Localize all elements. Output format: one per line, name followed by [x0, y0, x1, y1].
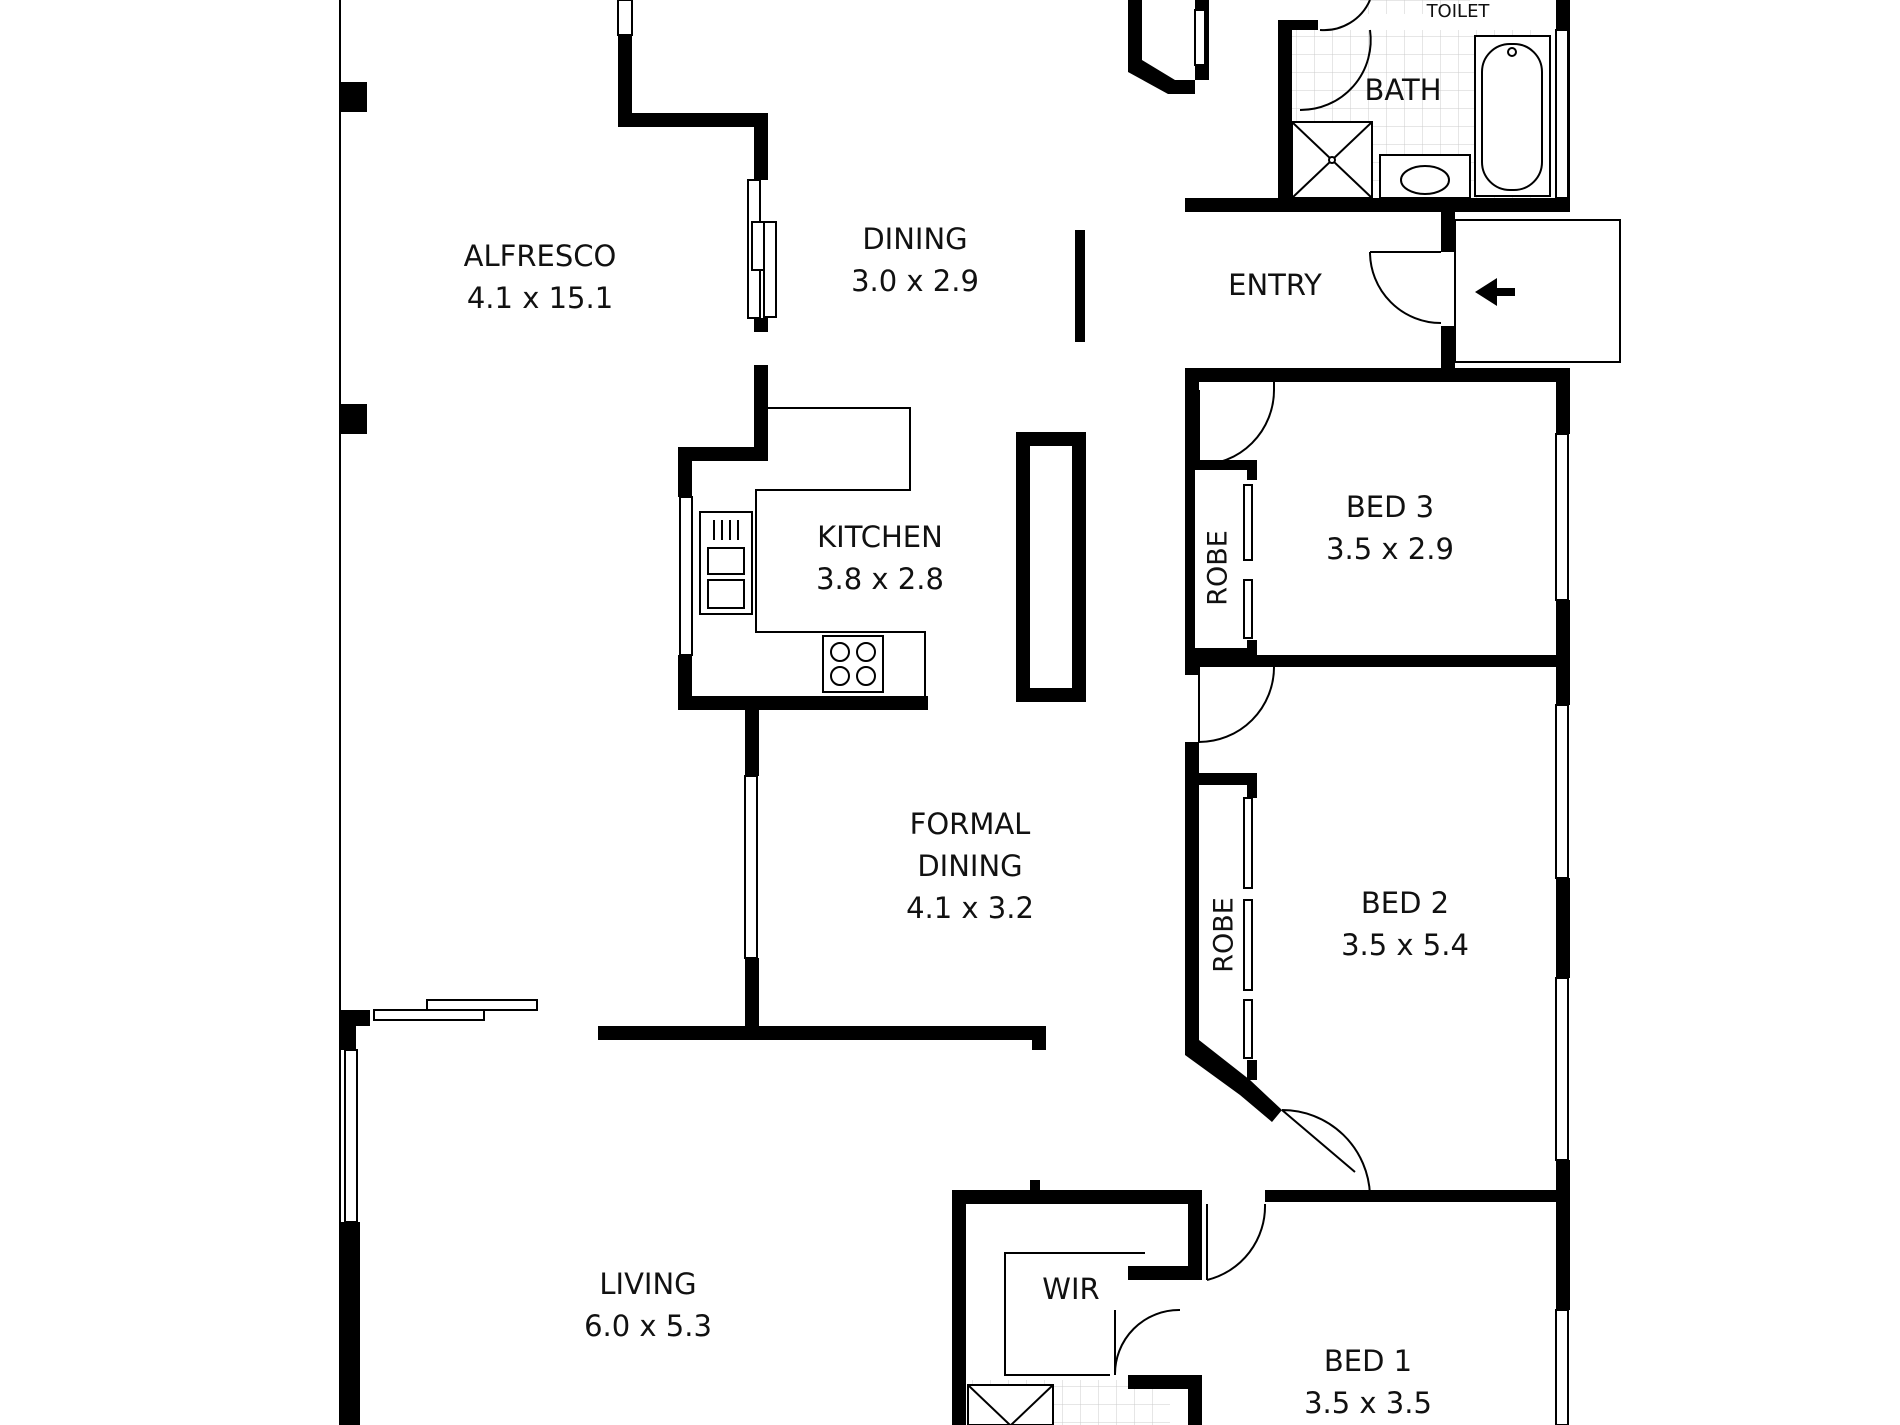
sink-icon	[699, 511, 753, 615]
sliding-doors	[373, 9, 1253, 1059]
alfresco-label: ALFRESCO 4.1 x 15.1	[464, 235, 617, 319]
bed1-label: BED 1 3.5 x 3.5	[1304, 1340, 1432, 1424]
living-label: LIVING 6.0 x 5.3	[584, 1263, 712, 1347]
formal-dining-name-line1: FORMAL	[909, 807, 1031, 841]
wir-shelf	[1004, 1252, 1145, 1376]
shower-icon	[1291, 121, 1373, 199]
bed3-size: 3.5 x 2.9	[1326, 532, 1454, 566]
living-opening-wall	[598, 1026, 618, 1040]
bed1-size: 3.5 x 3.5	[1304, 1386, 1432, 1420]
bed2-name: BED 2	[1360, 886, 1450, 920]
dining-size: 3.0 x 2.9	[851, 264, 979, 298]
bed3-label: BED 3 3.5 x 2.9	[1326, 486, 1454, 570]
kitchen-label: KITCHEN 3.8 x 2.8	[816, 516, 944, 600]
formal-dining-name-line2: DINING	[917, 849, 1023, 883]
dining-label: DINING 3.0 x 2.9	[851, 218, 979, 302]
formal-dining-label: FORMAL DINING 4.1 x 3.2	[906, 803, 1034, 929]
bath-name: BATH	[1364, 73, 1442, 107]
entry-arrow-icon	[1475, 278, 1515, 306]
robe-bed2-label: ROBE	[1208, 897, 1240, 973]
alfresco-name: ALFRESCO	[463, 239, 617, 273]
bath-label: BATH	[1364, 69, 1441, 111]
alfresco-posts	[340, 82, 367, 434]
kitchen-name: KITCHEN	[817, 520, 943, 554]
basin-icon	[1379, 154, 1471, 199]
entry-name: ENTRY	[1228, 268, 1322, 302]
formal-dining-size: 4.1 x 3.2	[906, 891, 1034, 925]
bed3-name: BED 3	[1345, 490, 1435, 524]
entry-label: ENTRY	[1228, 264, 1322, 306]
kitchen-counter	[691, 407, 926, 700]
walls	[340, 0, 1570, 1425]
robe-bed3-label: ROBE	[1202, 530, 1234, 606]
alfresco-size: 4.1 x 15.1	[466, 281, 614, 315]
living-size: 6.0 x 5.3	[584, 1309, 712, 1343]
bed2-size: 3.5 x 5.4	[1341, 928, 1469, 962]
ensuite-shower-icon	[967, 1384, 1054, 1425]
bed2-label: BED 2 3.5 x 5.4	[1341, 882, 1469, 966]
entry-porch	[1454, 219, 1621, 363]
bed1-name: BED 1	[1323, 1344, 1413, 1378]
wir-label: WIR	[1042, 1268, 1099, 1310]
exterior-lines	[339, 0, 1564, 1425]
kitchen-size: 3.8 x 2.8	[816, 562, 944, 596]
angled-walls	[1128, 55, 1282, 1122]
bathtub-icon	[1474, 35, 1551, 197]
cooktop-icon	[822, 635, 884, 693]
toilet-label: TOILET	[1426, 1, 1490, 22]
wir-name: WIR	[1042, 1272, 1100, 1306]
dining-name: DINING	[862, 222, 968, 256]
living-name: LIVING	[599, 1267, 697, 1301]
door-swings	[1113, 0, 1442, 1376]
